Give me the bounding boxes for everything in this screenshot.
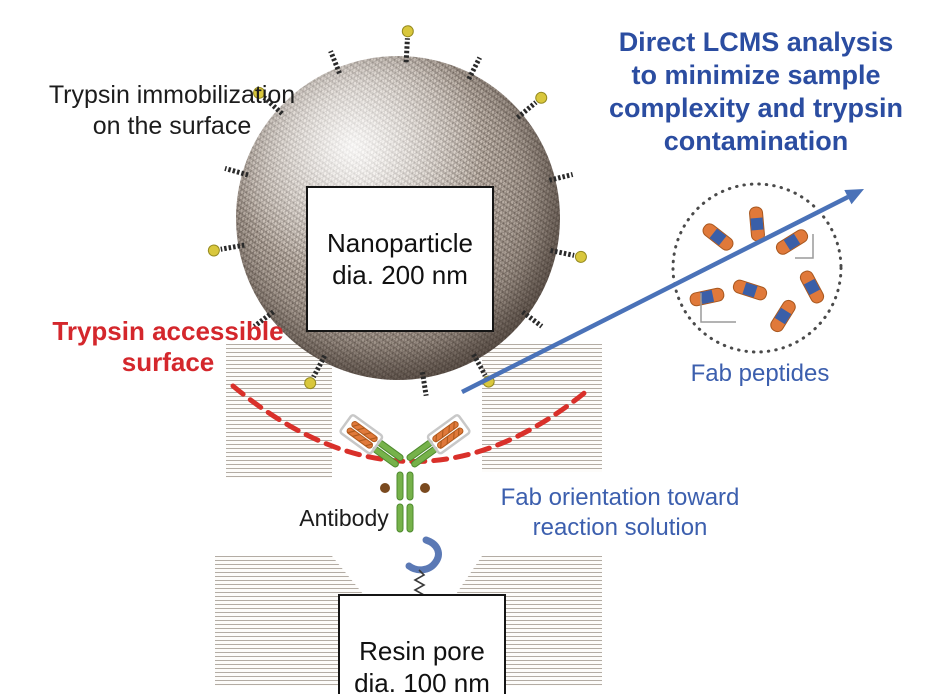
resin-wall-right (482, 344, 602, 472)
resin-pore-callout: Resin pore dia. 100 nm (338, 594, 506, 694)
arrow-head-icon (844, 189, 864, 205)
trypsin-spike (252, 309, 275, 329)
linker-dot (420, 483, 430, 493)
nanoparticle-callout: Nanoparticle dia. 200 nm (306, 186, 494, 332)
label-trypsin-accessible-surface: Trypsin accessible surface (52, 316, 284, 378)
peptide-fragment (799, 270, 825, 304)
fab-domain (432, 421, 459, 443)
label-antibody: Antibody (299, 505, 389, 531)
trypsin-icon (207, 244, 220, 257)
trypsin-spike (304, 354, 327, 390)
antibody-arm-right (406, 414, 471, 468)
antibody-structure (339, 414, 471, 606)
fab-domain (437, 427, 464, 449)
peptide-fragment (732, 279, 768, 301)
nanoparticle-callout-text: Nanoparticle dia. 200 nm (327, 227, 473, 291)
label-fab-peptides: Fab peptides (690, 360, 830, 387)
lcms-arrow (460, 189, 864, 395)
trypsin-spike (550, 247, 587, 263)
trypsin-icon (253, 86, 266, 99)
peptide-fragment (775, 229, 809, 255)
peptide-fragment (702, 223, 734, 251)
label-lcms-analysis: Direct LCMS analysis to minimize sample … (608, 27, 904, 156)
antibody-fc (396, 471, 414, 533)
trypsin-spike (328, 50, 342, 75)
trypsin-spike (207, 242, 245, 257)
anchor-hook (405, 536, 442, 574)
trypsin-spike (548, 172, 574, 183)
label-trypsin-immobilization: Trypsin immobilization on the surface (48, 81, 296, 140)
trypsin-spike (419, 371, 429, 397)
fab-domain (351, 421, 378, 443)
trypsin-icon (401, 25, 414, 38)
trypsin-accessible-arc (230, 383, 591, 464)
peptide-fragment (689, 287, 725, 307)
trypsin-icon (574, 250, 587, 263)
trypsin-spike (401, 25, 414, 63)
fab-peptides-cluster (671, 182, 843, 354)
fab-highlight-box (339, 414, 384, 455)
trypsin-icon (535, 91, 548, 104)
trypsin-spike (224, 165, 249, 178)
trypsin-spike (515, 91, 548, 120)
trypsin-spike (253, 86, 284, 116)
label-fab-orientation: Fab orientation toward reaction solution (500, 484, 740, 541)
fab-highlight-box (426, 414, 471, 455)
trypsin-spike (521, 309, 544, 329)
antibody-arm-left (339, 414, 404, 468)
trypsin-spike (466, 56, 482, 81)
resin-wall-left (226, 344, 332, 478)
fab-domain (346, 427, 373, 449)
peptide-bracket (700, 293, 736, 323)
peptide-bracket (795, 234, 814, 259)
linker-dot (380, 483, 390, 493)
peptide-fragment (749, 206, 765, 242)
trypsin-icon (304, 377, 317, 390)
peptide-fragment (770, 299, 796, 333)
trypsin-spikes (207, 25, 587, 397)
resin-pore-callout-text: Resin pore dia. 100 nm (354, 635, 490, 694)
